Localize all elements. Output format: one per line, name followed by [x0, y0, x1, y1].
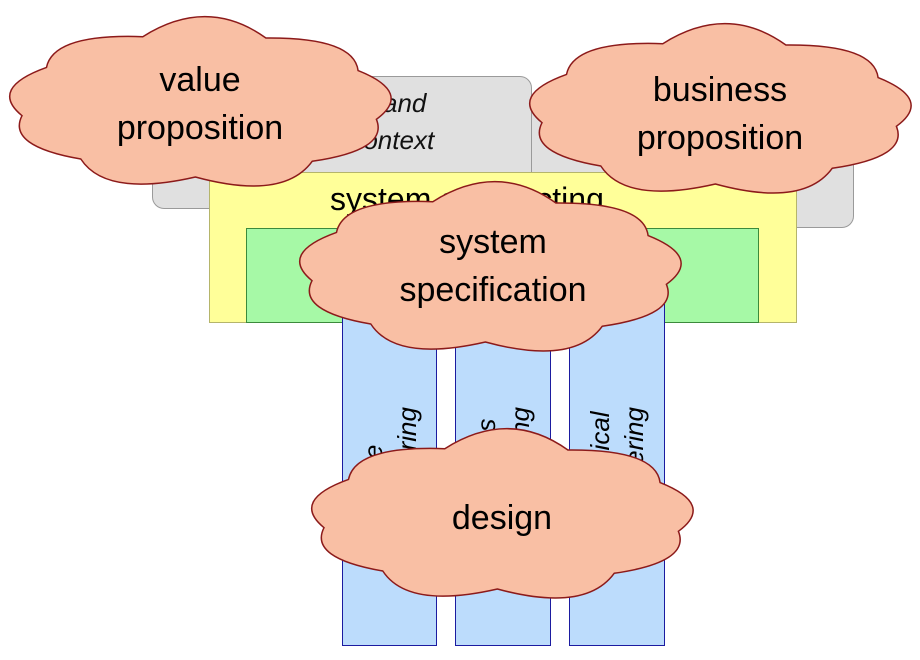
design-cloud	[311, 427, 694, 599]
value-proposition-cloud	[9, 15, 392, 187]
system-specification-cloud	[299, 180, 682, 352]
business-proposition-cloud	[529, 22, 912, 194]
design-text: design	[451, 499, 553, 537]
